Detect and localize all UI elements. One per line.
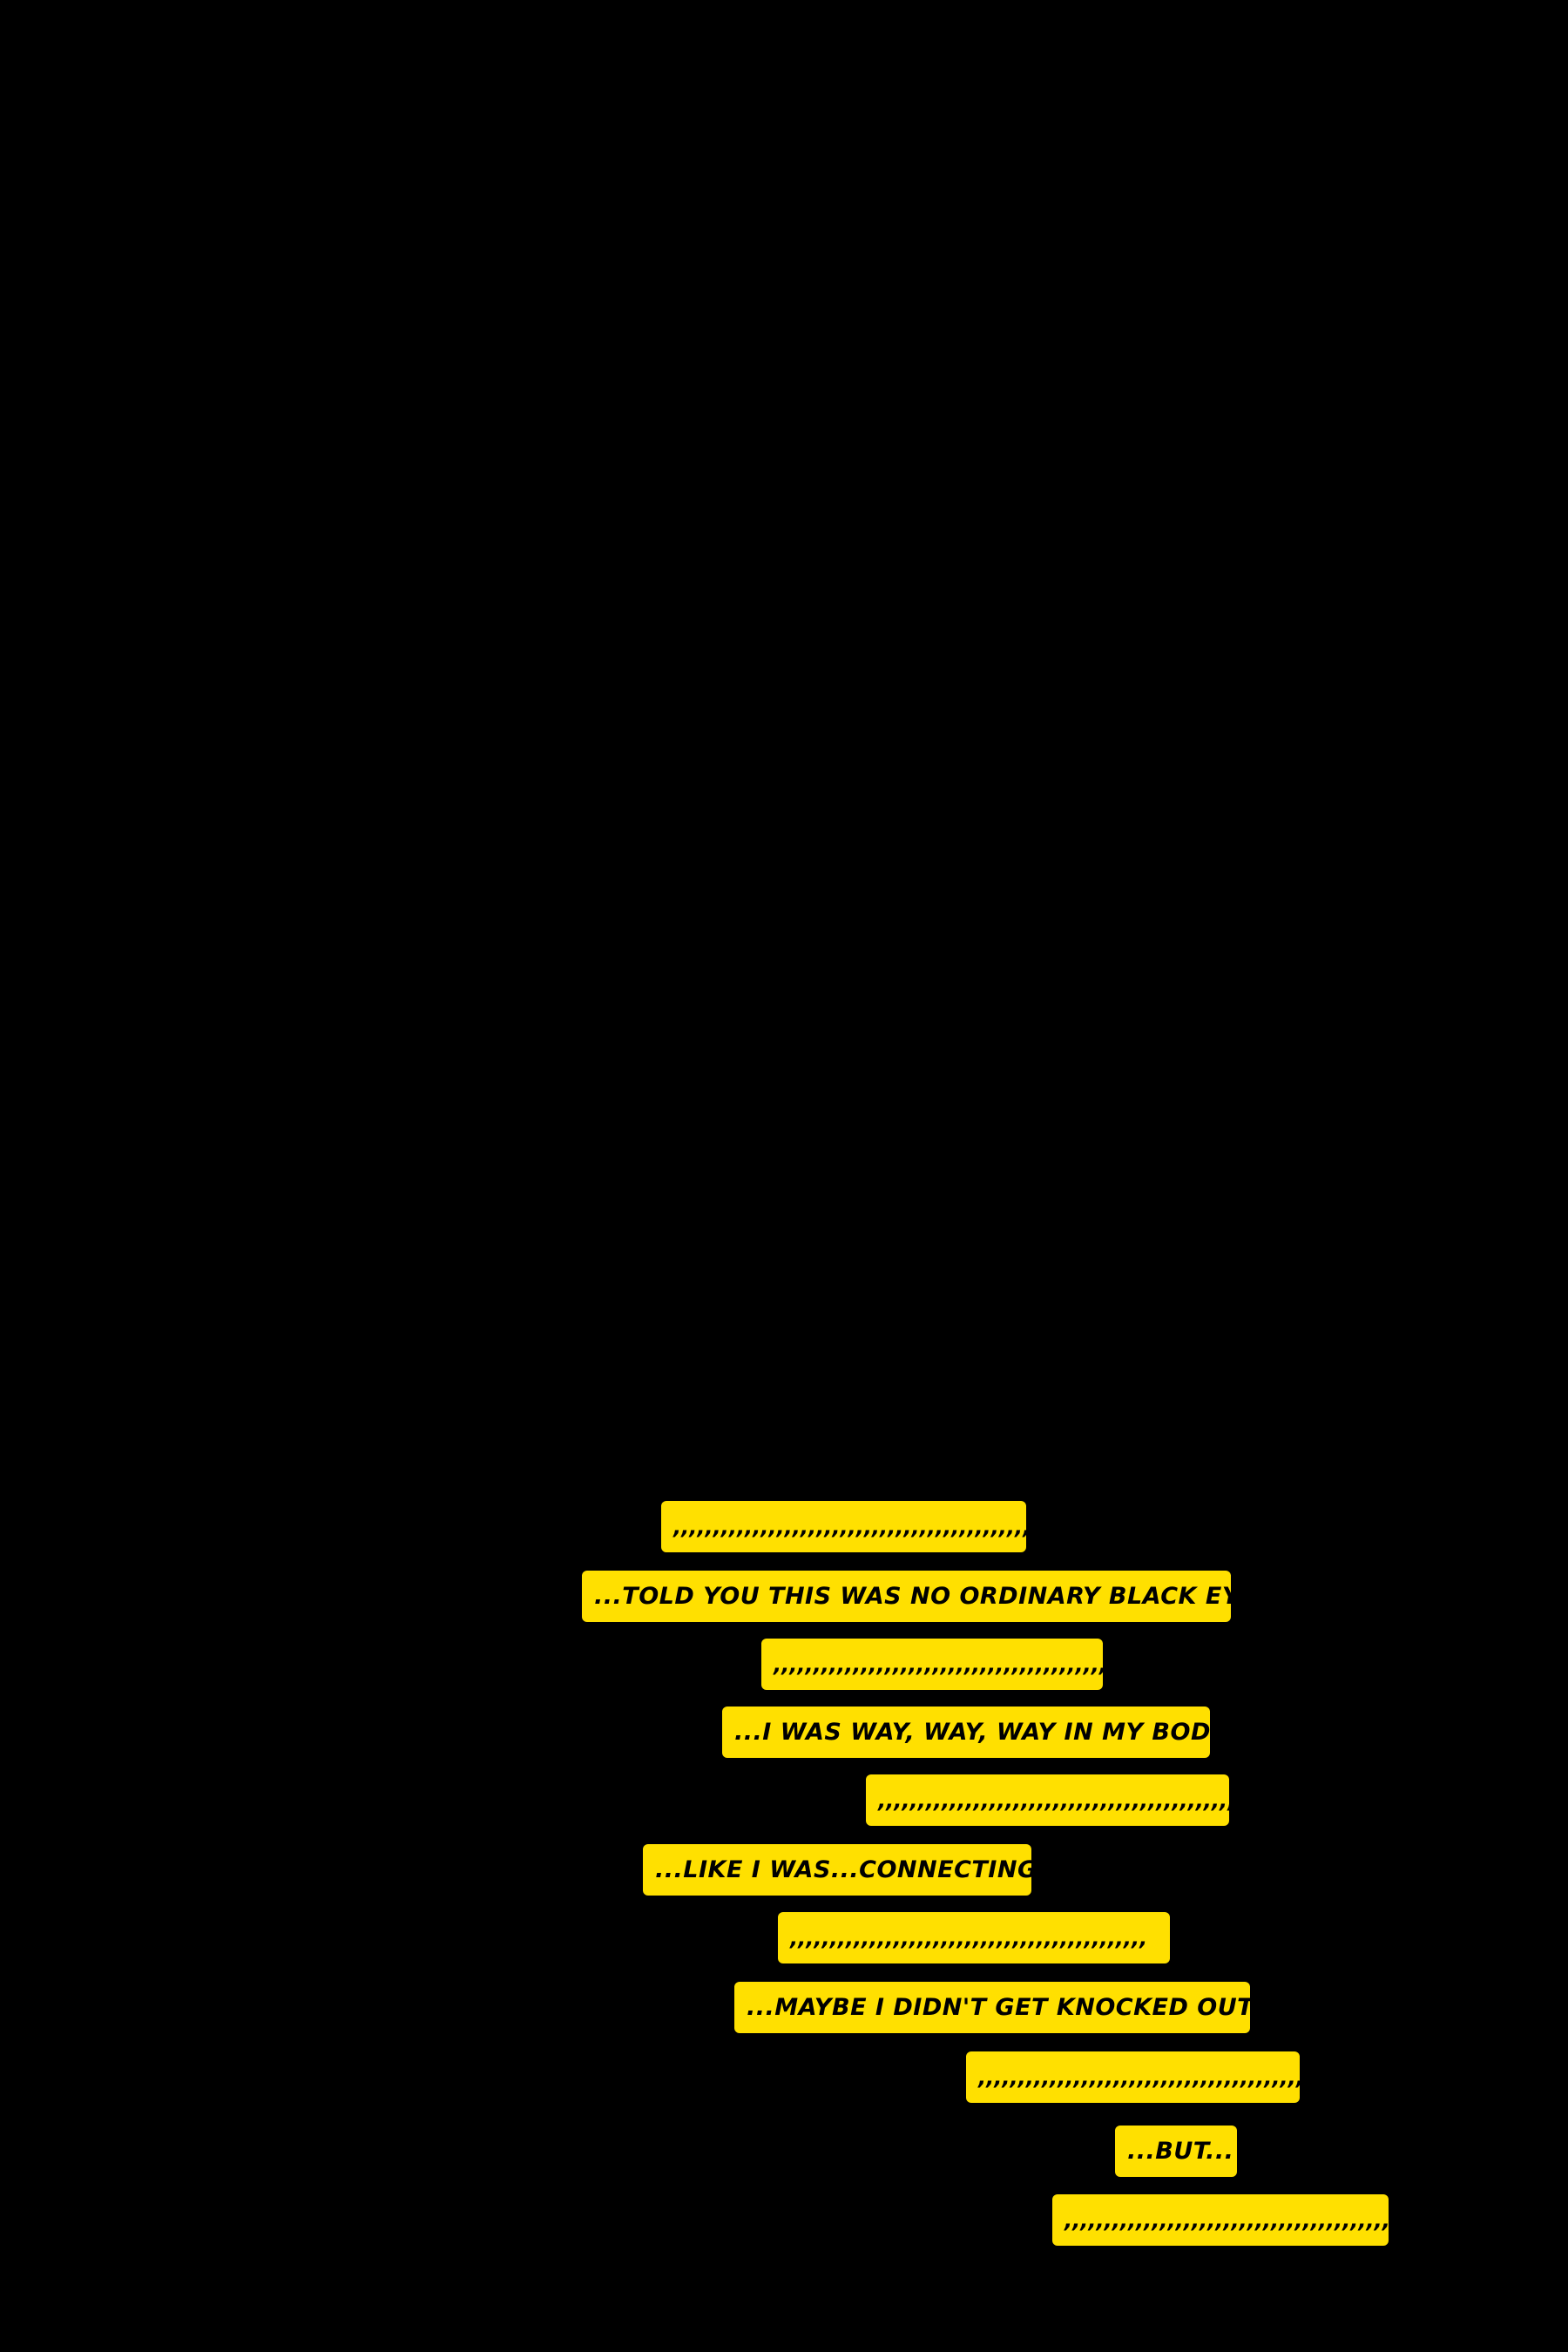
caption-box: ...MAYBE I DIDN'T GET KNOCKED OUT... [734, 1982, 1250, 2033]
caption-box: ,,,,,,,,,,,,,,,,,,,,,,,,,,,,,,,,,,,,,,,,… [966, 2051, 1300, 2103]
caption-box: ,,,,,,,,,,,,,,,,,,,,,,,,,,,,,,,,,,,,,,,,… [1052, 2194, 1389, 2246]
caption-box: ...TOLD YOU THIS WAS NO ORDINARY BLACK E… [582, 1571, 1231, 1622]
caption-box: ,,,,,,,,,,,,,,,,,,,,,,,,,,,,,,,,,,,,,,,,… [778, 1912, 1170, 1963]
caption-box: ...LIKE I WAS...CONNECTING... [643, 1844, 1031, 1896]
caption-text: ,,,,,,,,,,,,,,,,,,,,,,,,,,,,,,,,,,,,,,,,… [774, 1652, 1103, 1677]
caption-text: ,,,,,,,,,,,,,,,,,,,,,,,,,,,,,,,,,,,,,,,,… [790, 1925, 1148, 1950]
caption-box: ,,,,,,,,,,,,,,,,,,,,,,,,,,,,,,,,,,,,,,,,… [761, 1639, 1103, 1690]
caption-text: ,,,,,,,,,,,,,,,,,,,,,,,,,,,,,,,,,,,,,,,,… [878, 1788, 1229, 1813]
caption-text: ...MAYBE I DIDN'T GET KNOCKED OUT... [747, 1994, 1250, 2021]
caption-box: ...I WAS WAY, WAY, WAY IN MY BODY... [722, 1707, 1210, 1758]
caption-text: ...BUT... [1127, 2138, 1234, 2165]
caption-text: ,,,,,,,,,,,,,,,,,,,,,,,,,,,,,,,,,,,,,,,,… [978, 2065, 1300, 2090]
caption-text: ...LIKE I WAS...CONNECTING... [655, 1856, 1031, 1883]
caption-box: ,,,,,,,,,,,,,,,,,,,,,,,,,,,,,,,,,,,,,,,,… [661, 1501, 1026, 1552]
caption-text: ...I WAS WAY, WAY, WAY IN MY BODY... [734, 1719, 1210, 1746]
caption-text: ,,,,,,,,,,,,,,,,,,,,,,,,,,,,,,,,,,,,,,,,… [673, 1514, 1026, 1539]
caption-text: ...TOLD YOU THIS WAS NO ORDINARY BLACK E… [594, 1583, 1231, 1610]
caption-box: ...BUT... [1115, 2126, 1237, 2177]
caption-box: ,,,,,,,,,,,,,,,,,,,,,,,,,,,,,,,,,,,,,,,,… [866, 1774, 1229, 1826]
caption-text: ,,,,,,,,,,,,,,,,,,,,,,,,,,,,,,,,,,,,,,,,… [1064, 2207, 1389, 2233]
